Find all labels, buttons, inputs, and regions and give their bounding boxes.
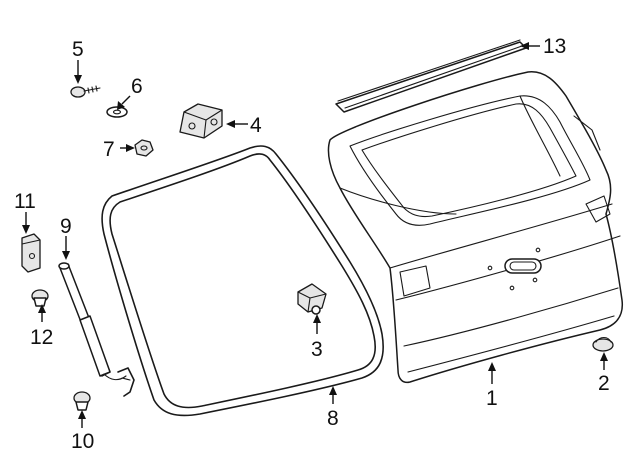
part-5-bolt [70,85,101,98]
callout-10: 10 [71,430,94,453]
callout-5: 5 [72,38,84,61]
part-8-weatherstrip [101,145,384,417]
callout-13: 13 [543,35,566,58]
callout-8: 8 [327,407,339,430]
callout-9: 9 [60,215,72,238]
callout-arrows [22,42,608,428]
part-3-lock-actuator [297,283,327,315]
callout-2: 2 [598,372,610,395]
part-2-cap [592,336,614,352]
part-7-nut [134,139,154,157]
callout-12: 12 [30,326,53,349]
part-12-bumper [31,289,49,307]
part-9-strut [58,262,135,397]
callout-4: 4 [250,114,262,137]
part-1-liftgate [327,71,624,384]
callout-1: 1 [486,387,498,410]
part-6-washer [106,106,128,118]
callout-7: 7 [103,138,115,161]
callout-11: 11 [14,190,36,213]
callout-labels: 1 2 3 4 5 6 7 8 9 10 11 12 13 [14,35,610,453]
part-10-ball-stud [73,391,91,411]
part-13-spoiler [335,39,527,113]
callout-6: 6 [131,75,143,98]
part-11-striker [21,233,41,273]
part-4-hinge [179,103,223,139]
callout-3: 3 [311,338,323,361]
